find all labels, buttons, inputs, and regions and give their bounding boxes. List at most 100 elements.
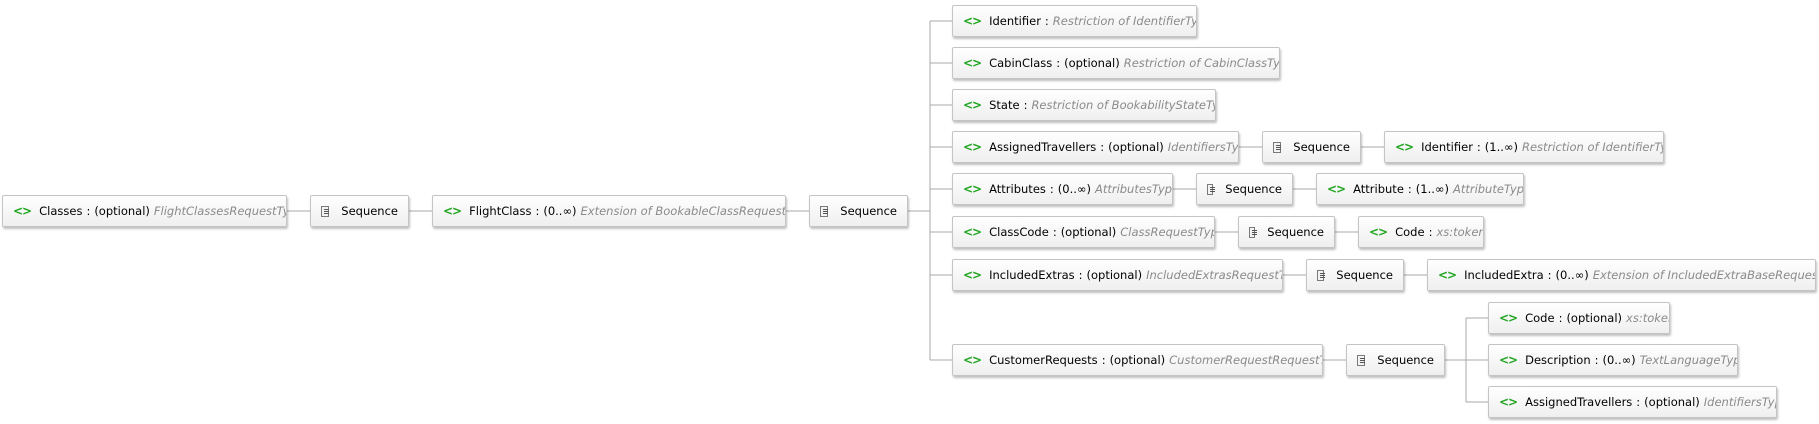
sequence-node-customerrequests[interactable]: Sequence: [1346, 344, 1445, 376]
element-separator: :: [1078, 268, 1083, 282]
element-type: Restriction of CabinClassType: [1123, 56, 1280, 70]
sequence-node-flightclass[interactable]: Sequence: [809, 195, 908, 227]
element-node-classcode[interactable]: <> ClassCode : (optional) ClassRequestTy…: [952, 216, 1215, 248]
element-type: FlightClassesRequestType: [153, 204, 286, 218]
sequence-label: Sequence: [1293, 140, 1350, 154]
element-type: Extension of IncludedExtraBaseRequestTyp…: [1592, 268, 1815, 282]
element-separator: :: [1052, 225, 1057, 239]
element-icon: <>: [1395, 140, 1414, 154]
element-separator: :: [1023, 98, 1028, 112]
element-node-cr-assignedtravellers[interactable]: <> AssignedTravellers : (optional) Ident…: [1488, 386, 1777, 418]
element-icon: <>: [963, 14, 982, 28]
sequence-icon: [1317, 269, 1326, 281]
element-icon: <>: [963, 182, 982, 196]
element-separator: :: [1044, 14, 1049, 28]
element-separator: :: [1547, 268, 1552, 282]
element-type: AttributesType: [1094, 182, 1173, 196]
element-name: CustomerRequests: [989, 353, 1098, 367]
element-name: Identifier: [989, 14, 1041, 28]
element-icon: <>: [1499, 395, 1518, 409]
element-node-classes[interactable]: <> Classes : (optional) FlightClassesReq…: [2, 195, 287, 227]
element-node-state[interactable]: <> State : Restriction of BookabilitySta…: [952, 89, 1216, 121]
element-name: IncludedExtras: [989, 268, 1075, 282]
element-type: Restriction of BookabilityStateType: [1031, 98, 1216, 112]
element-name: FlightClass: [469, 204, 532, 218]
sequence-label: Sequence: [1225, 182, 1282, 196]
element-cardinality: (0..∞): [1602, 353, 1636, 367]
element-cardinality: (optional): [1566, 311, 1623, 325]
element-name: IncludedExtra: [1464, 268, 1544, 282]
element-name: CabinClass: [989, 56, 1053, 70]
element-node-cr-code[interactable]: <> Code : (optional) xs:token: [1488, 302, 1670, 334]
element-type: CustomerRequestRequestType: [1169, 353, 1322, 367]
element-node-includedextras[interactable]: <> IncludedExtras : (optional) IncludedE…: [952, 259, 1283, 291]
element-name: Attribute: [1353, 182, 1404, 196]
element-name: Classes: [39, 204, 83, 218]
element-node-assignedtravellers[interactable]: <> AssignedTravellers : (optional) Ident…: [952, 131, 1239, 163]
sequence-node-classcode[interactable]: Sequence: [1238, 216, 1335, 248]
element-cardinality: (0..∞): [1057, 182, 1091, 196]
element-separator: :: [1049, 182, 1054, 196]
element-separator: :: [1594, 353, 1599, 367]
element-icon: <>: [1327, 182, 1346, 196]
element-name: AssignedTravellers: [1525, 395, 1633, 409]
element-type: IdentifiersType: [1167, 140, 1239, 154]
element-node-cr-description[interactable]: <> Description : (0..∞) TextLanguageType: [1488, 344, 1738, 376]
element-cardinality: (optional): [1108, 140, 1164, 154]
sequence-node-attributes[interactable]: Sequence: [1196, 173, 1293, 205]
element-name: State: [989, 98, 1020, 112]
element-separator: :: [535, 204, 540, 218]
element-name: Attributes: [989, 182, 1046, 196]
element-icon: <>: [963, 353, 982, 367]
element-node-customerrequests[interactable]: <> CustomerRequests : (optional) Custome…: [952, 344, 1323, 376]
element-separator: :: [1636, 395, 1641, 409]
element-icon: <>: [963, 268, 982, 282]
element-separator: :: [1476, 140, 1481, 154]
sequence-label: Sequence: [1336, 268, 1393, 282]
element-separator: :: [1407, 182, 1412, 196]
element-node-includedextra[interactable]: <> IncludedExtra : (0..∞) Extension of I…: [1427, 259, 1816, 291]
sequence-icon: [321, 205, 330, 217]
element-type: Extension of BookableClassRequestType: [580, 204, 786, 218]
sequence-label: Sequence: [840, 204, 897, 218]
sequence-label: Sequence: [1267, 225, 1324, 239]
sequence-label: Sequence: [1377, 353, 1434, 367]
element-node-cc-code[interactable]: <> Code : xs:token: [1358, 216, 1484, 248]
sequence-node-root[interactable]: Sequence: [310, 195, 409, 227]
element-icon: <>: [1369, 225, 1388, 239]
element-node-attribute[interactable]: <> Attribute : (1..∞) AttributeType: [1316, 173, 1524, 205]
element-icon: <>: [13, 204, 32, 218]
element-node-identifier[interactable]: <> Identifier : Restriction of Identifie…: [952, 5, 1197, 37]
element-icon: <>: [963, 98, 982, 112]
element-name: Identifier: [1421, 140, 1473, 154]
element-icon: <>: [963, 225, 982, 239]
element-node-cabinclass[interactable]: <> CabinClass : (optional) Restriction o…: [952, 47, 1280, 79]
sequence-icon: [820, 205, 829, 217]
element-cardinality: (0..∞): [1555, 268, 1589, 282]
element-cardinality: (optional): [1644, 395, 1700, 409]
element-type: IncludedExtrasRequestType: [1146, 268, 1282, 282]
element-type: xs:token: [1436, 225, 1484, 239]
element-cardinality: (optional): [1064, 56, 1120, 70]
sequence-node-assignedtravellers[interactable]: Sequence: [1262, 131, 1361, 163]
element-icon: <>: [963, 140, 982, 154]
element-node-flightclass[interactable]: <> FlightClass : (0..∞) Extension of Boo…: [432, 195, 786, 227]
element-icon: <>: [1438, 268, 1457, 282]
sequence-label: Sequence: [341, 204, 398, 218]
element-cardinality: (0..∞): [543, 204, 577, 218]
element-cardinality: (1..∞): [1415, 182, 1449, 196]
element-icon: <>: [963, 56, 982, 70]
element-icon: <>: [443, 204, 462, 218]
sequence-icon: [1249, 226, 1258, 238]
sequence-icon: [1207, 183, 1216, 195]
sequence-node-includedextras[interactable]: Sequence: [1306, 259, 1404, 291]
element-node-at-identifier[interactable]: <> Identifier : (1..∞) Restriction of Id…: [1384, 131, 1664, 163]
element-node-attributes[interactable]: <> Attributes : (0..∞) AttributesType: [952, 173, 1173, 205]
element-name: Code: [1525, 311, 1555, 325]
element-type: IdentifiersType: [1703, 395, 1776, 409]
element-separator: :: [1558, 311, 1563, 325]
element-separator: :: [1056, 56, 1061, 70]
element-type: AttributeType: [1452, 182, 1524, 196]
